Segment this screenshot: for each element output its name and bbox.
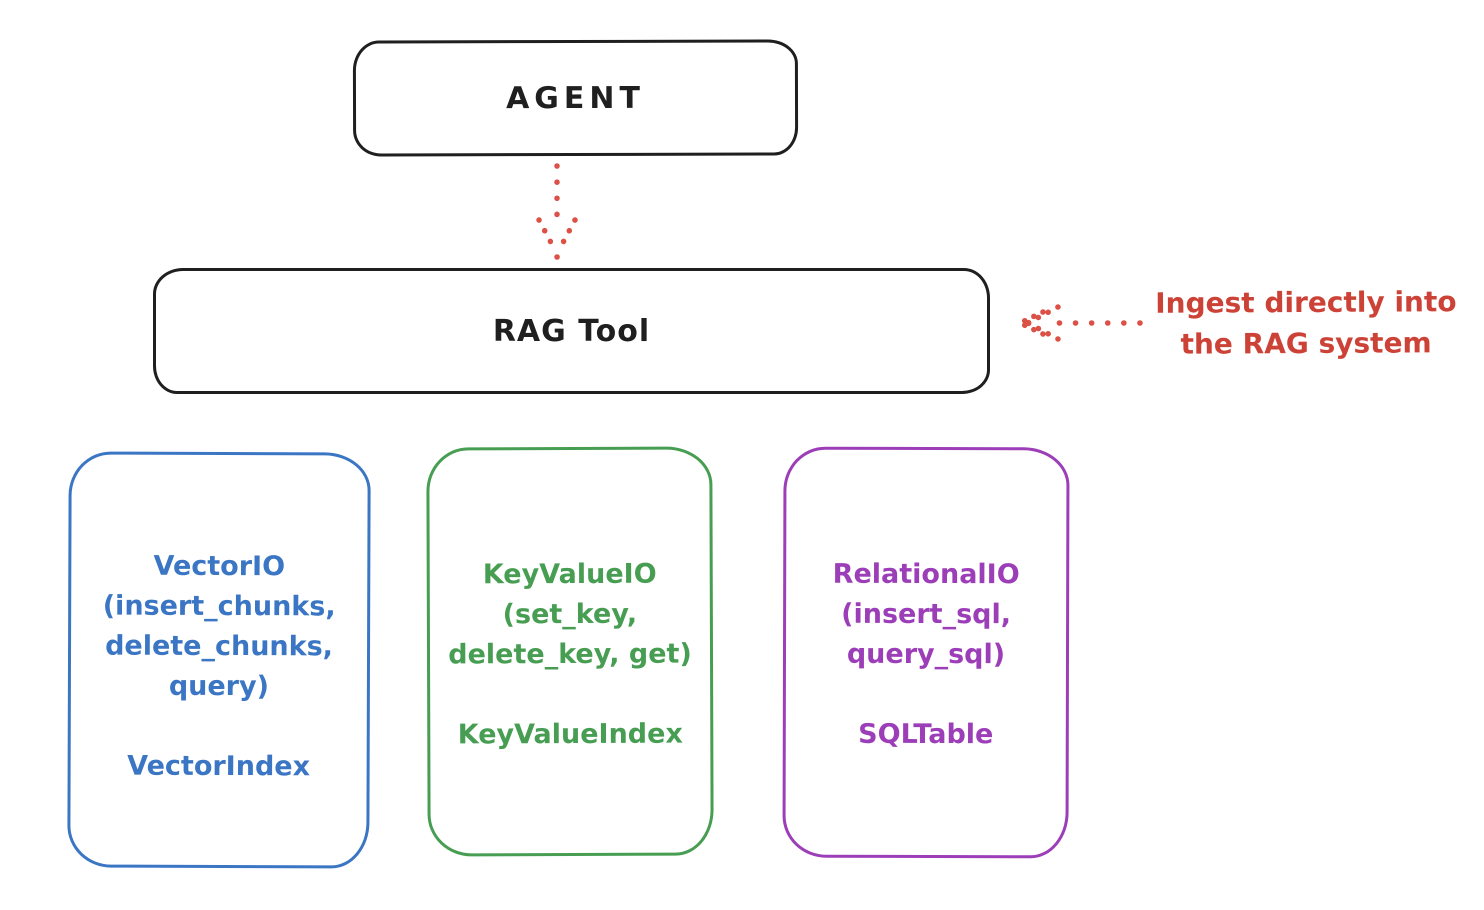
annotation-line-2: the RAG system (1180, 326, 1432, 361)
agent-box: AGENT (352, 39, 799, 157)
dotted-left-arrow-icon (1017, 304, 1143, 342)
vector-index-label: VectorIndex (127, 750, 311, 783)
keyvalue-io-box: KeyValueIO (set_key, delete_key, get) Ke… (426, 446, 714, 857)
vector-io-line: (insert_chunks, (102, 590, 336, 623)
relational-io-box: RelationalIO (insert_sql, query_sql) SQL… (782, 446, 1070, 859)
rag-tool-label: RAG Tool (492, 313, 651, 349)
rag-tool-box: RAG Tool (153, 268, 990, 394)
annotation-line-1: Ingest directly into (1155, 285, 1457, 320)
agent-label: AGENT (506, 80, 645, 116)
dotted-down-arrow-icon (536, 163, 578, 260)
keyvalue-io-line: (set_key, (502, 598, 638, 631)
sql-table-label: SQLTable (858, 718, 994, 751)
vector-io-line: VectorIO (153, 550, 286, 583)
vector-io-line: delete_chunks, (105, 630, 334, 663)
relational-io-line: (insert_sql, (841, 598, 1012, 631)
relational-io-line: query_sql) (846, 638, 1006, 671)
annotation-text: Ingest directly into the RAG system (1128, 281, 1484, 365)
keyvalue-io-line: KeyValueIO (482, 558, 657, 591)
relational-io-line: RelationalIO (832, 558, 1020, 591)
vector-io-box: VectorIO (insert_chunks, delete_chunks, … (67, 451, 371, 869)
vector-io-line: query) (168, 670, 270, 703)
keyvalue-io-line: delete_key, get) (448, 638, 692, 671)
keyvalue-index-label: KeyValueIndex (457, 718, 683, 751)
